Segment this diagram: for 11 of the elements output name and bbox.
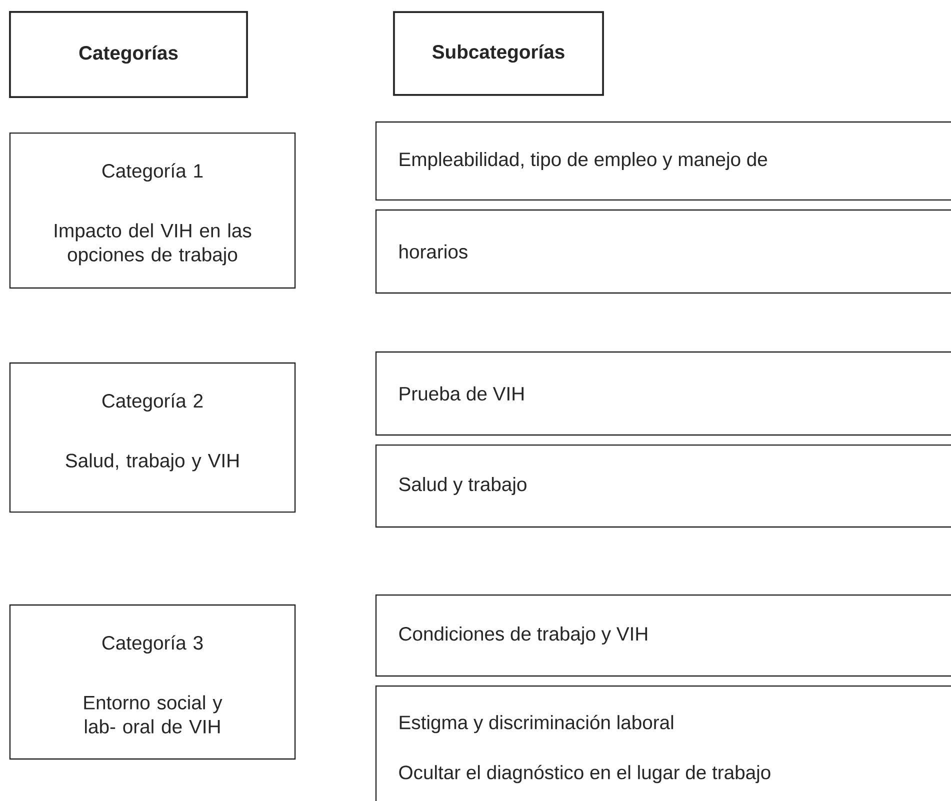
header-box: Subcategorías [393,11,604,96]
category-box: Categoría 1 Impacto del VIH en las opciones de trabajo [9,132,296,289]
subcategory-box: Salud y trabajo [375,444,951,528]
subcategory-box: Condiciones de trabajo y VIH [375,594,951,677]
subcategory-box: horarios [375,209,951,294]
category-box: Categoría 2 Salud, trabajo y VIH [9,362,296,513]
category-box: Categoría 3 Entorno social y lab- oral de VIH [9,604,296,760]
subcategory-box: Empleabilidad, tipo de empleo y manejo de [375,121,951,201]
header-box: Categorías [9,11,248,98]
subcategory-box: Estigma y discriminación laboral Ocultar el diagnóstico en el lugar de trabajo [375,685,951,801]
subcategory-box: Prueba de VIH [375,351,951,436]
